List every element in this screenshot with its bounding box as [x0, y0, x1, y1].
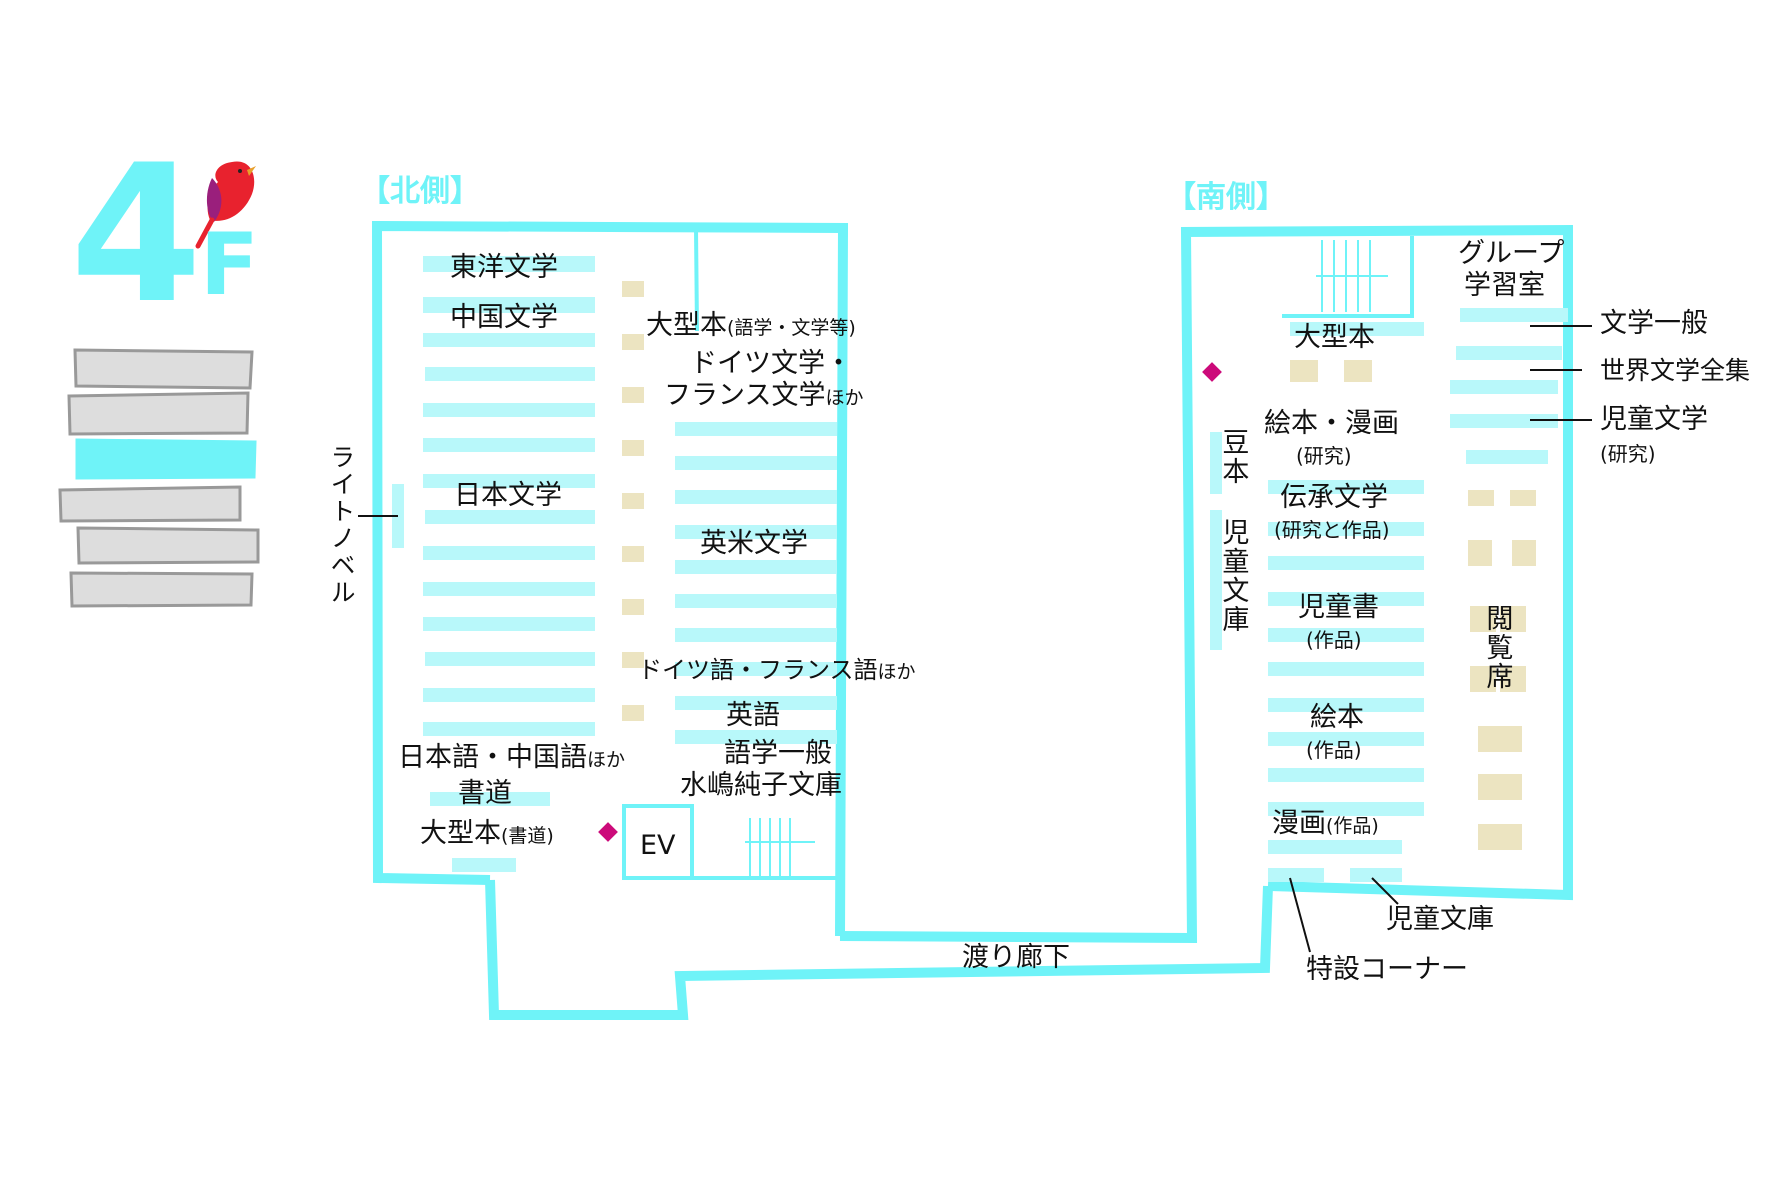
label-toyo-bungaku: 東洋文学	[450, 252, 558, 283]
label-jido-bunko: 児童文庫	[1386, 904, 1494, 935]
label-mamehon: 豆本	[1217, 428, 1249, 486]
book-stack-icon	[58, 348, 260, 608]
label-jido-bungaku-note: (研究)	[1600, 442, 1656, 466]
label-doitsugo-furansugo: ドイツ語・フランス語ほか	[638, 656, 916, 684]
label-nihon-bungaku: 日本文学	[454, 480, 562, 511]
label-eigo: 英語	[726, 700, 780, 731]
label-jidosho-note: (作品)	[1306, 628, 1362, 652]
south-wing	[1202, 236, 1592, 953]
label-nihongo-chugokugo: 日本語・中国語ほか	[398, 742, 626, 773]
label-densho-bungaku-note: (研究と作品)	[1274, 518, 1390, 542]
floor-number: 4	[70, 124, 203, 345]
north-wing	[358, 220, 849, 937]
label-watari-rouka: 渡り廊下	[962, 942, 1070, 973]
label-densho-bungaku: 伝承文学	[1280, 482, 1388, 513]
label-shodo: 書道	[458, 778, 512, 809]
label-oogata-bon-south: 大型本	[1294, 322, 1375, 353]
label-jidosho: 児童書	[1298, 592, 1379, 623]
floor-letter: F	[200, 215, 259, 315]
label-group-study-2: 学習室	[1464, 270, 1545, 301]
label-gogaku-ippan: 語学一般	[724, 738, 832, 769]
red-bird-icon	[195, 161, 256, 249]
label-eibei-bungaku: 英米文学	[700, 528, 808, 559]
label-manga: 漫画(作品)	[1272, 808, 1379, 839]
label-ehon-manga-note: (研究)	[1296, 444, 1352, 468]
label-ehon-manga: 絵本・漫画	[1264, 408, 1399, 439]
label-jido-bungaku: 児童文学	[1600, 404, 1708, 435]
label-doitsu-bungaku: ドイツ文学・	[690, 348, 852, 379]
label-furansu-bungaku: フランス文学ほか	[664, 380, 864, 411]
north-section-title: 【北側】	[360, 174, 480, 209]
label-ehon-note: (作品)	[1306, 738, 1362, 762]
corridor	[485, 879, 1273, 1020]
south-section-title: 【南側】	[1166, 180, 1286, 215]
label-oogata-bon-gogaku: 大型本(語学・文学等)	[646, 310, 856, 341]
label-group-study-1: グループ	[1458, 238, 1565, 269]
label-mizushima-bunko: 水嶋純子文庫	[680, 770, 842, 801]
label-jido-bunko-vertical: 児童文庫	[1217, 518, 1249, 634]
label-bungaku-ippan: 文学一般	[1600, 308, 1708, 339]
label-ehon: 絵本	[1310, 702, 1364, 733]
label-ev: EV	[640, 830, 676, 861]
label-sekai-bungaku-zenshu: 世界文学全集	[1600, 356, 1751, 385]
label-oogata-bon-shodo: 大型本(書道)	[420, 818, 554, 849]
label-raito-noberu: ライトノベル	[327, 444, 356, 606]
label-etsuran-seki: 閲覧席	[1481, 604, 1513, 691]
label-tokusetsu-corner: 特設コーナー	[1306, 954, 1468, 985]
label-chugoku-bungaku: 中国文学	[450, 302, 558, 333]
